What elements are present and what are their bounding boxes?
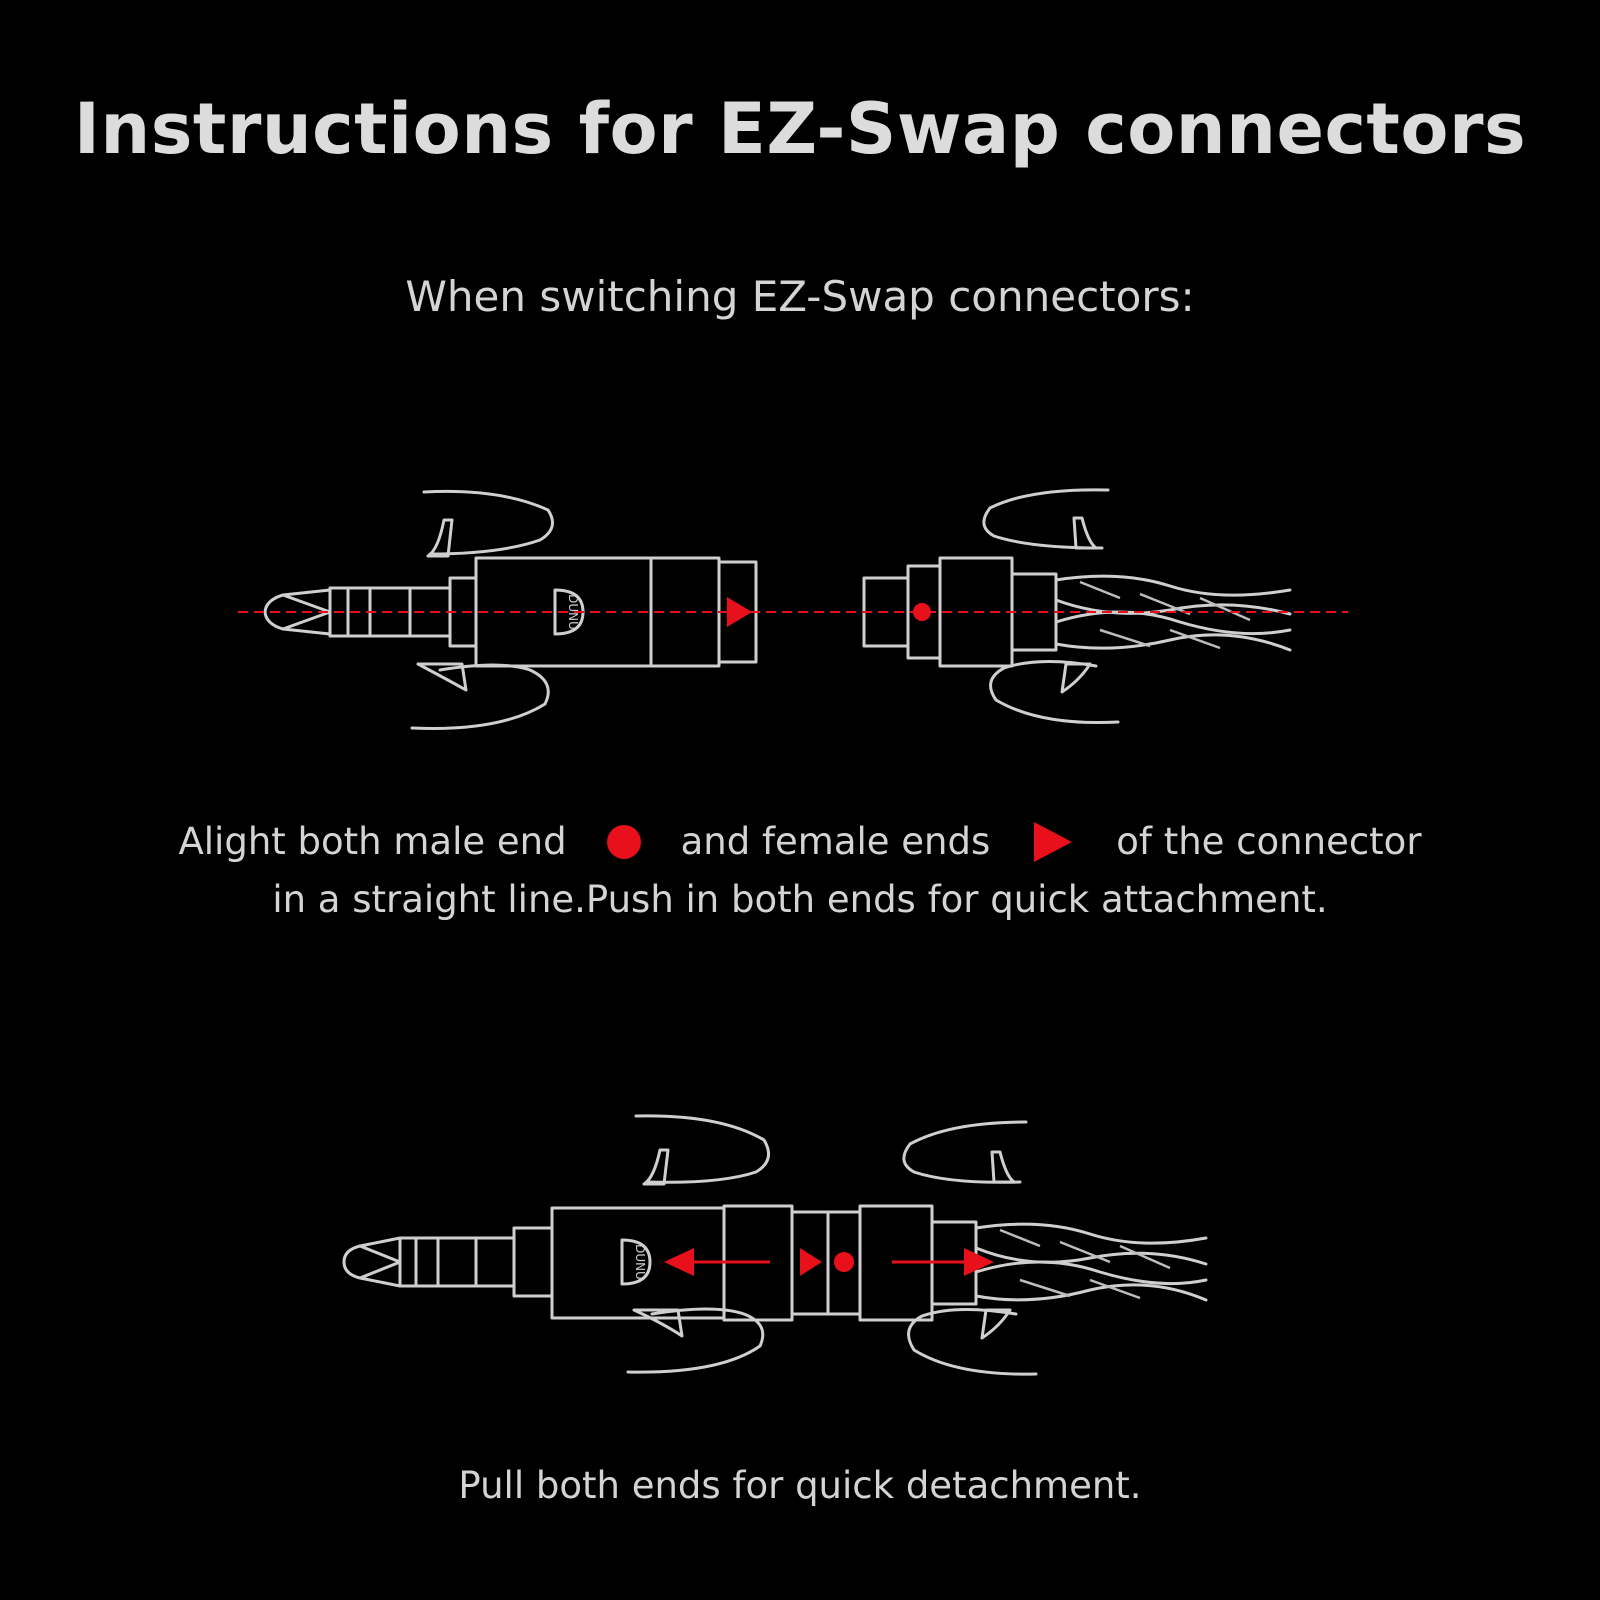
male-end-marker: [913, 603, 931, 621]
finger-bottom-right: [989, 660, 1120, 724]
male-plug-tip: [263, 576, 478, 648]
finger-top-right: [902, 1120, 1028, 1184]
finger-top-right: [982, 488, 1110, 550]
finger-top-left: [422, 489, 554, 558]
svg-text:DUNU: DUNU: [566, 594, 580, 630]
attach-instruction-line1: Alight both male end and female ends of th…: [0, 818, 1600, 863]
male-end-marker: [834, 1252, 854, 1272]
pull-left-arrow-icon: [664, 1248, 694, 1276]
attach-text-after: of the connector: [1116, 820, 1422, 863]
attach-text-before: Alight both male end: [178, 820, 567, 863]
finger-bottom-left: [410, 662, 550, 730]
red-triangle-icon: [1034, 821, 1073, 862]
finger-top-left: [634, 1114, 770, 1186]
braided-cable: [1054, 574, 1292, 652]
pull-right-arrow-icon: [964, 1248, 994, 1276]
attach-diagram: DUNU: [238, 488, 1348, 730]
detach-instruction: Pull both ends for quick detachment.: [458, 1464, 1142, 1507]
detach-diagram: DUNU: [342, 1114, 1208, 1376]
svg-text:DUNU: DUNU: [633, 1244, 647, 1280]
finger-bottom-right: [907, 1308, 1038, 1376]
attach-text-between: and female ends: [680, 820, 991, 863]
page-subtitle: When switching EZ-Swap connectors:: [405, 272, 1195, 321]
braided-cable: [974, 1222, 1208, 1302]
plug-tip: [342, 1226, 554, 1298]
attach-instruction-line2: in a straight line.Push in both ends for…: [272, 878, 1328, 921]
female-end-marker: [800, 1248, 822, 1276]
finger-bottom-left: [626, 1307, 765, 1374]
page-title: Instructions for EZ-Swap connectors: [73, 88, 1527, 170]
female-collar: [1010, 572, 1058, 652]
brand-logo: DUNU: [620, 1238, 652, 1286]
red-circle-icon: [606, 824, 641, 859]
